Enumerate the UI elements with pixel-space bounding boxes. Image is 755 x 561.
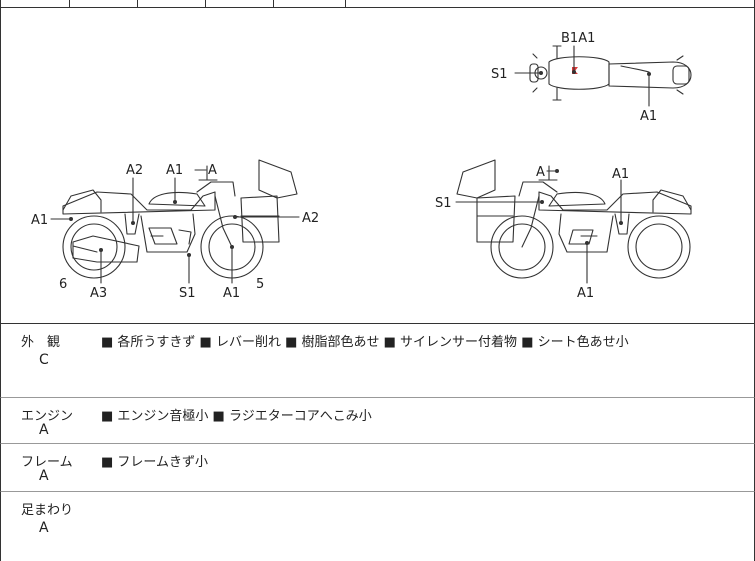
section-label: 足まわり: [21, 503, 74, 518]
motorcycle-diagram: B1A1 S1 A1: [31, 31, 692, 301]
section-label: エンジン: [21, 409, 74, 424]
section-grade: C: [39, 352, 49, 368]
strip-cell: [137, 0, 206, 7]
section-exterior: 外 観 C ■ 各所うすきず ■ レバー削れ ■ 樹脂部色あせ ■ サイレンサー…: [0, 324, 755, 398]
section-label: 外 観: [21, 335, 61, 350]
diagram-label: B1A1: [561, 31, 595, 46]
motorcycle-top-view-icon: B1A1 S1 A1: [491, 31, 692, 124]
diagram-label: A1: [223, 286, 240, 301]
diagram-label: S1: [491, 67, 508, 82]
motorcycle-right-view-icon: A A1 S1 A1: [435, 159, 692, 301]
strip-cell: [1, 0, 70, 7]
section-grade: A: [39, 520, 49, 536]
diagram-label: A1: [640, 109, 657, 124]
diagram-label: A2: [302, 211, 319, 226]
section-engine: エンジン A ■ エンジン音極小 ■ ラジエターコアへこみ小: [0, 398, 755, 444]
section-notes: ■ 各所うすきず ■ レバー削れ ■ 樹脂部色あせ ■ サイレンサー付着物 ■ …: [101, 335, 629, 350]
diagram-label: 6: [59, 277, 67, 292]
section-suspension: 足まわり A: [0, 492, 755, 561]
damage-diagram-panel: B1A1 S1 A1: [0, 7, 755, 324]
diagram-label: A1: [577, 286, 594, 301]
section-frame: フレーム A ■ フレームきず小: [0, 444, 755, 492]
section-notes: ■ エンジン音極小 ■ ラジエターコアへこみ小: [101, 409, 372, 424]
motorcycle-left-view-icon: A2 A1 A A1 6 A3 S1 A1 5 A2: [31, 159, 319, 301]
diagram-label: A1: [31, 213, 48, 228]
diagram-label: A1: [612, 167, 629, 182]
strip-cell: [205, 0, 274, 7]
section-grade: A: [39, 422, 49, 438]
diagram-label: 5: [256, 277, 264, 292]
diagram-label: A2: [126, 163, 143, 178]
diagram-label: A1: [166, 163, 183, 178]
diagram-label: A: [536, 165, 545, 180]
diagram-label: S1: [179, 286, 196, 301]
diagram-label: A: [208, 163, 217, 178]
strip-cell: [273, 0, 346, 7]
section-grade: A: [39, 468, 49, 484]
section-label: フレーム: [21, 455, 73, 470]
diagram-label: A3: [90, 286, 107, 301]
strip-cell: [69, 0, 138, 7]
diagram-label: S1: [435, 196, 452, 211]
section-notes: ■ フレームきず小: [101, 455, 209, 470]
